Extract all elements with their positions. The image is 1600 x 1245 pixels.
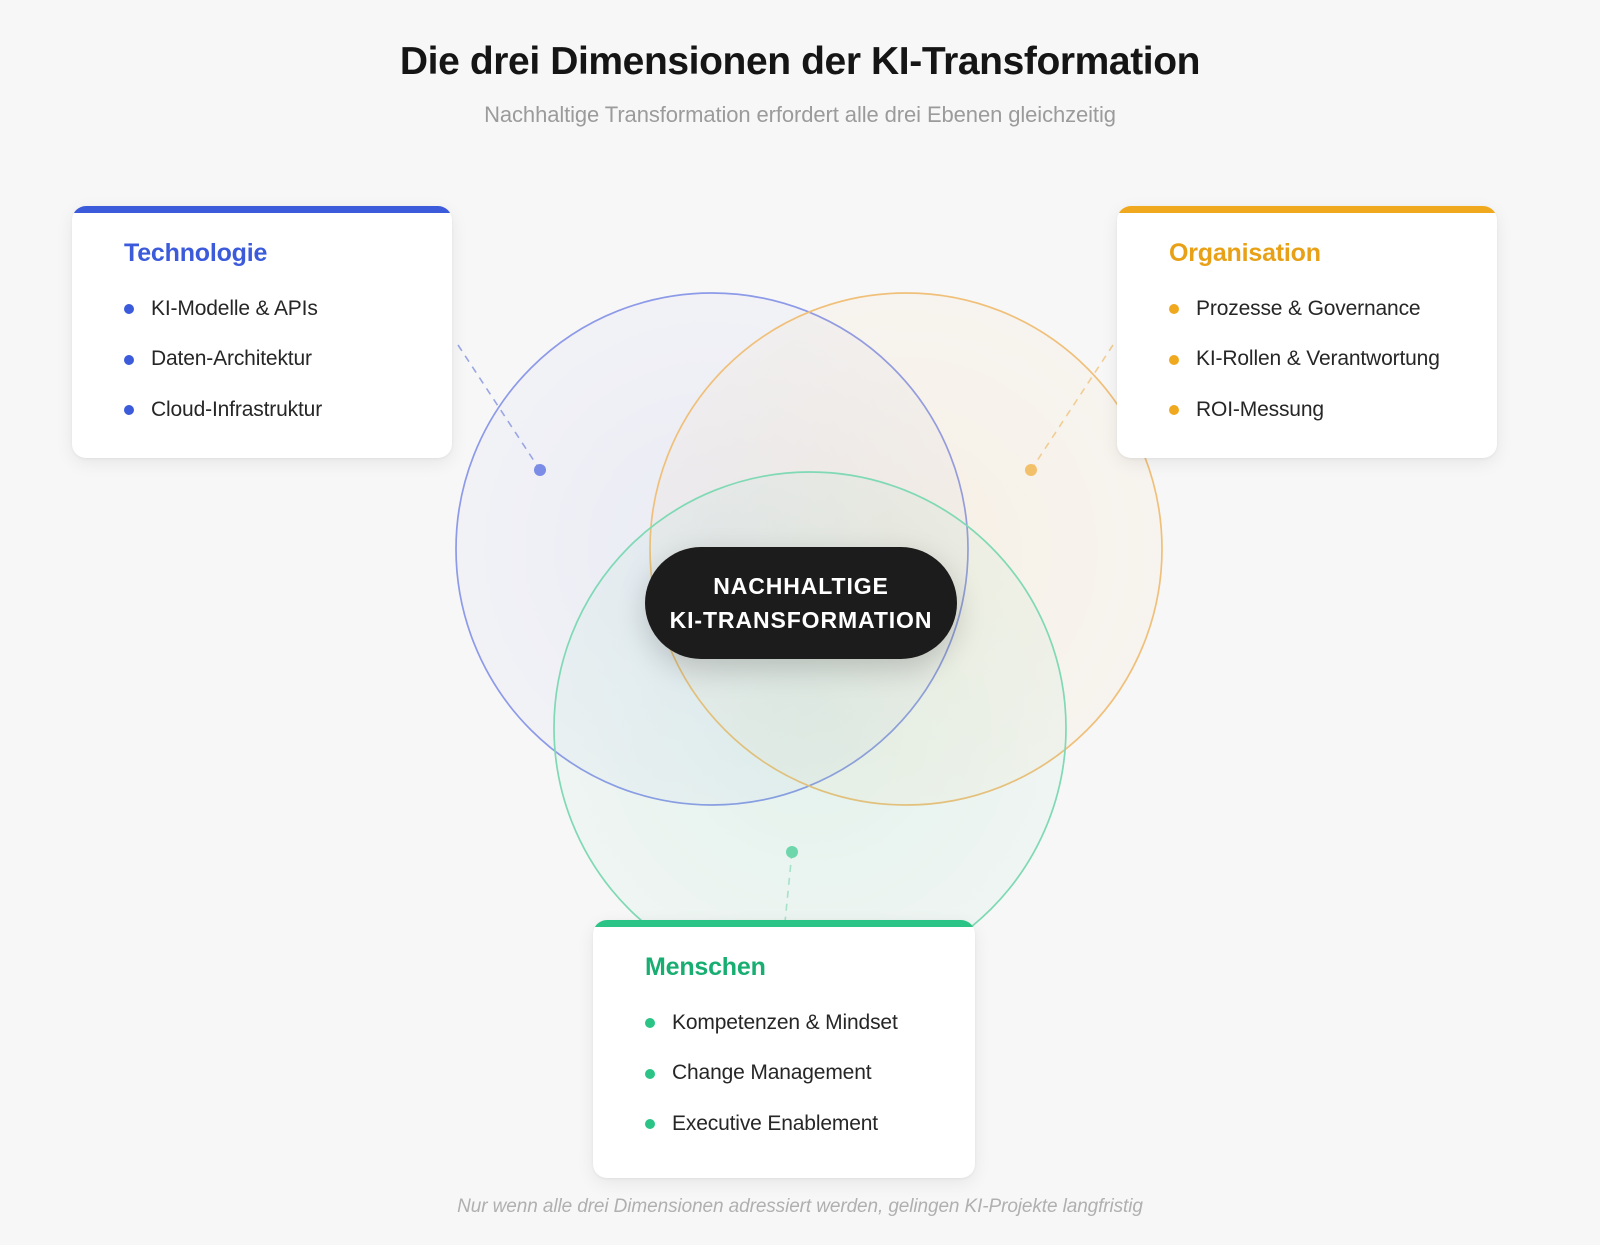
connector-technologie [457, 344, 546, 476]
center-badge-line-1: NACHHALTIGE [713, 572, 889, 599]
bullet-icon [1169, 304, 1179, 315]
list-item-label: KI-Modelle & APIs [151, 297, 318, 320]
list-item: Change Management [645, 1059, 941, 1087]
card-technologie[interactable]: Technologie KI-Modelle & APIs Daten-Arch… [72, 206, 452, 459]
bullet-icon [1169, 354, 1179, 365]
card-accent-bar-organisation [1117, 206, 1497, 213]
bullet-icon [124, 354, 134, 365]
list-item-label: Prozesse & Governance [1196, 297, 1421, 320]
list-item: Prozesse & Governance [1169, 295, 1463, 323]
bullet-icon [645, 1068, 655, 1079]
header: Die drei Dimensionen der KI-Transformati… [0, 40, 1600, 128]
bullet-icon [645, 1018, 655, 1029]
card-body-menschen: Menschen Kompetenzen & Mindset Change Ma… [593, 927, 975, 1178]
center-badge: NACHHALTIGE KI-TRANSFORMATION [645, 547, 957, 659]
bullet-icon [124, 304, 134, 315]
list-item-label: Daten-Architektur [151, 347, 312, 371]
page-subtitle: Nachhaltige Transformation erfordert all… [484, 101, 1116, 127]
list-item: KI-Modelle & APIs [124, 295, 418, 323]
list-item: Cloud-Infrastruktur [124, 396, 418, 424]
list-item: ROI-Messung [1169, 396, 1463, 424]
card-list-menschen: Kompetenzen & Mindset Change Management … [645, 1009, 941, 1138]
card-accent-bar-menschen [593, 920, 975, 927]
list-item-label: Cloud-Infrastruktur [151, 397, 323, 421]
list-item: Daten-Architektur [124, 345, 418, 373]
center-badge-line-2: KI-TRANSFORMATION [669, 607, 933, 633]
card-accent-bar-technologie [72, 206, 452, 213]
card-list-organisation: Prozesse & Governance KI-Rollen & Verant… [1169, 295, 1463, 424]
list-item-label: Executive Enablement [672, 1111, 878, 1135]
card-title-technologie: Technologie [124, 239, 268, 267]
list-item-label: Kompetenzen & Mindset [672, 1011, 898, 1034]
card-body-technologie: Technologie KI-Modelle & APIs Daten-Arch… [72, 213, 452, 458]
card-list-technologie: KI-Modelle & APIs Daten-Architektur Clou… [124, 295, 418, 424]
bullet-icon [645, 1118, 655, 1129]
card-body-organisation: Organisation Prozesse & Governance KI-Ro… [1117, 213, 1497, 458]
card-title-menschen: Menschen [645, 953, 766, 981]
connector-organisation [1025, 344, 1114, 476]
list-item: Kompetenzen & Mindset [645, 1009, 941, 1037]
card-menschen[interactable]: Menschen Kompetenzen & Mindset Change Ma… [593, 920, 975, 1179]
card-title-organisation: Organisation [1169, 239, 1321, 267]
list-item: Executive Enablement [645, 1110, 941, 1138]
page-title: Die drei Dimensionen der KI-Transformati… [399, 40, 1201, 83]
list-item: KI-Rollen & Verantwortung [1169, 345, 1463, 373]
list-item-label: Change Management [672, 1061, 872, 1085]
list-item-label: ROI-Messung [1196, 397, 1324, 421]
footer-note: Nur wenn alle drei Dimensionen adressier… [457, 1196, 1143, 1217]
list-item-label: KI-Rollen & Verantwortung [1196, 347, 1440, 371]
card-organisation[interactable]: Organisation Prozesse & Governance KI-Ro… [1117, 206, 1497, 459]
bullet-icon [1169, 404, 1179, 415]
bullet-icon [124, 404, 134, 415]
